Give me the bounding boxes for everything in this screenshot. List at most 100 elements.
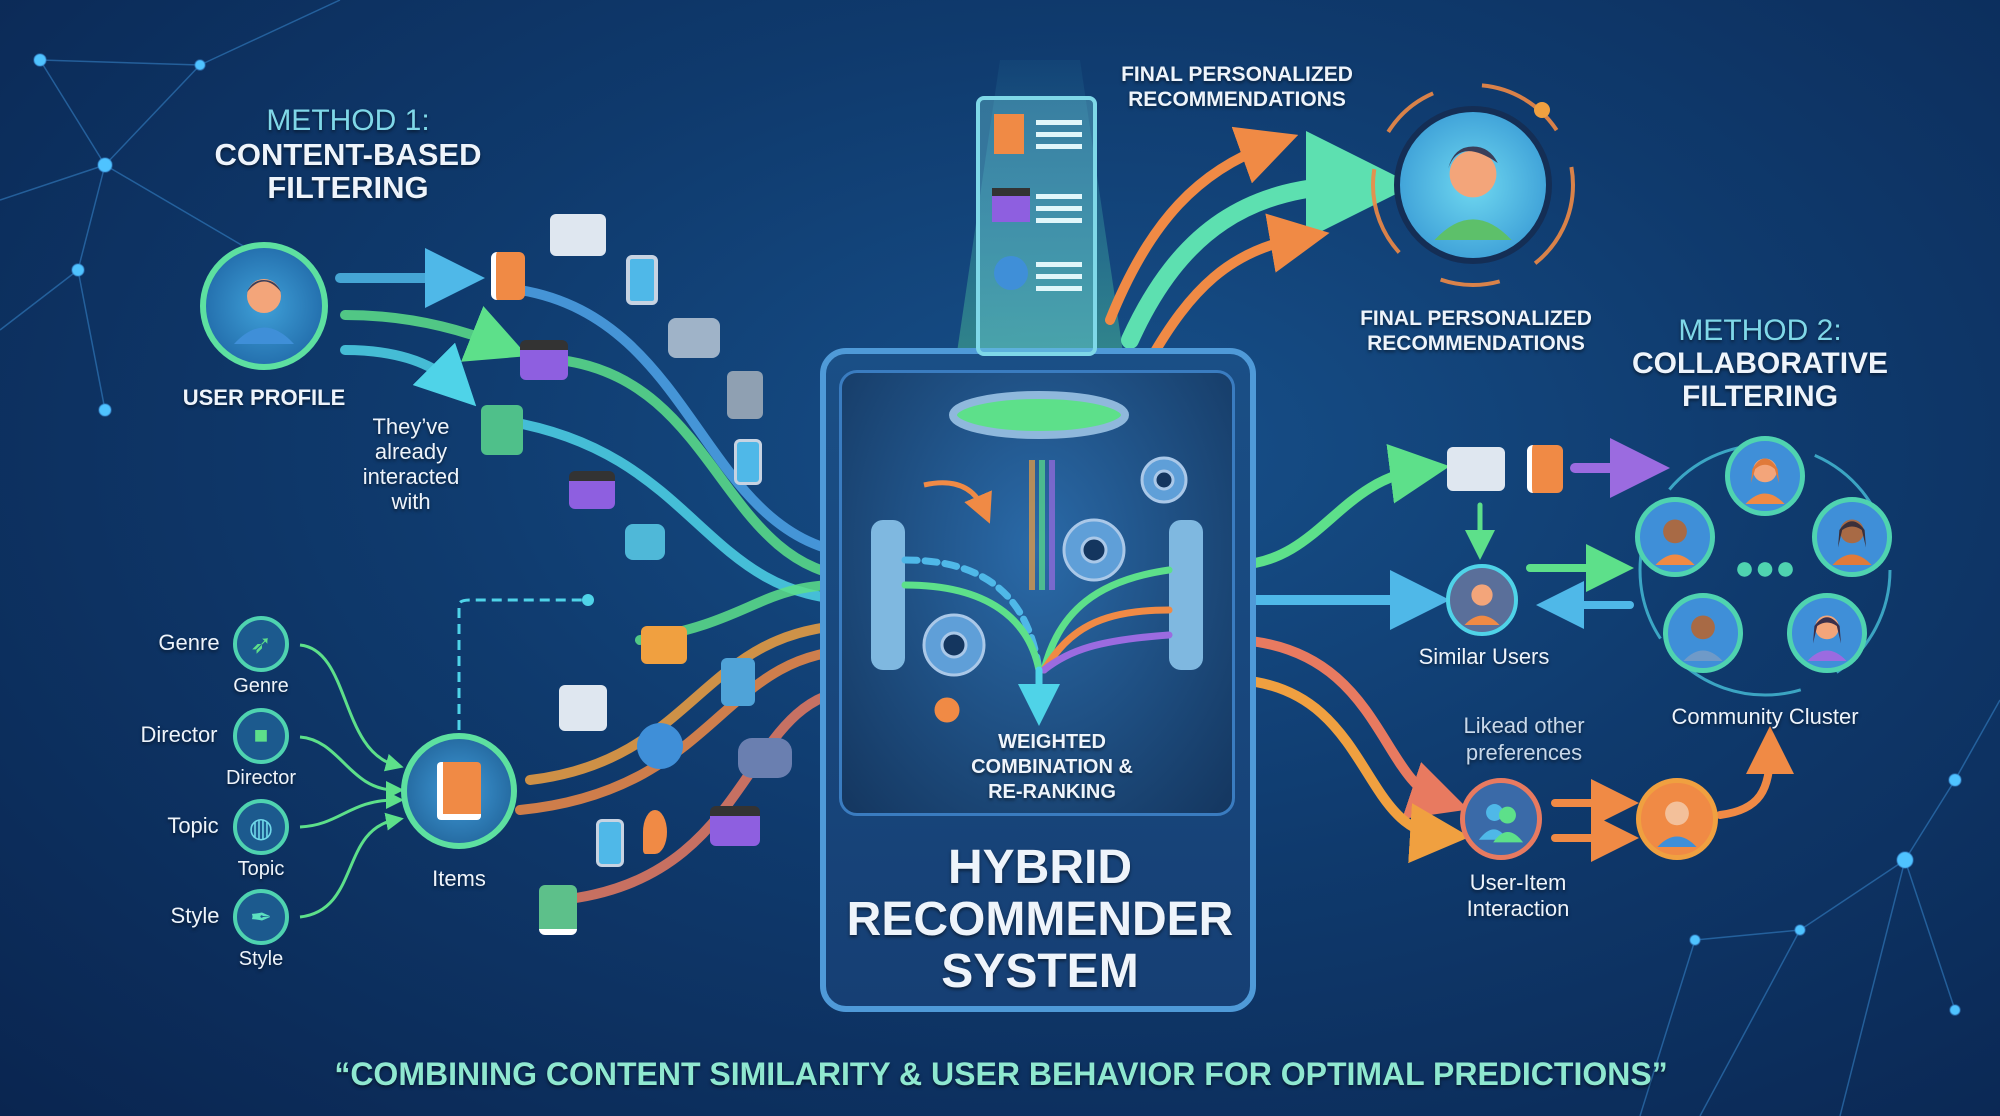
list-lines <box>1036 120 1082 125</box>
globe-icon <box>637 723 683 769</box>
similar-user-avatar <box>1446 564 1518 636</box>
folder-icon <box>641 626 687 664</box>
method1-title-line2: FILTERING <box>267 170 429 205</box>
gear-icon <box>934 697 960 723</box>
collaborative-streams <box>1225 438 1794 864</box>
network-decoration-right <box>1639 699 2000 1116</box>
method2-title-line2: FILTERING <box>1681 380 1839 413</box>
output-arrow <box>1145 213 1330 365</box>
hybrid-title-line1: HYBRID <box>947 841 1133 894</box>
globe-icon <box>994 256 1028 290</box>
gear-icons <box>922 456 1188 723</box>
user-profile-label: USER PROFILE <box>182 385 346 410</box>
funnel-ring <box>949 391 1129 439</box>
stream-arrow <box>1716 726 1794 819</box>
luggage-icon <box>559 685 607 731</box>
user-icon <box>1745 458 1785 504</box>
output-arrow <box>1105 126 1299 325</box>
user-profile-avatar <box>200 242 328 370</box>
merge-stream <box>1040 631 1173 674</box>
video-camera-icon: ■ <box>233 708 289 764</box>
community-member-avatar <box>1635 497 1715 577</box>
community-member-avatar <box>1787 593 1867 673</box>
open-book-icon <box>1447 447 1505 491</box>
interacted-note-line1: They’ve <box>372 414 450 439</box>
document-book-icon <box>539 885 577 935</box>
stream-curve <box>525 620 865 785</box>
stream-curve <box>555 685 865 905</box>
stream-curve <box>495 415 865 605</box>
book-icon <box>491 252 525 300</box>
target-user-avatar <box>1636 778 1718 860</box>
contact-card-icon <box>481 405 523 455</box>
user-icon <box>1464 584 1500 625</box>
clapperboard-icon <box>710 806 760 846</box>
method2-title-line1: COLLABORATIVE <box>1631 347 1889 380</box>
network-decoration-left <box>0 0 341 417</box>
list-lines <box>1036 194 1082 199</box>
final-user-avatar <box>1394 106 1552 264</box>
liked-note: Likead other preferences <box>1463 712 1584 766</box>
feature-topic-sublabel: Topic <box>237 858 285 880</box>
user-icon <box>1683 615 1723 661</box>
hybrid-title-line3: SYSTEM <box>941 945 1139 998</box>
music-note-icon <box>643 810 667 854</box>
user-icon <box>1657 801 1697 847</box>
stream-arrow <box>1235 635 1469 819</box>
feature-topic-label: Topic <box>167 813 219 838</box>
stream-arrow <box>1235 443 1450 570</box>
phone-icon <box>734 439 762 485</box>
open-book-icon <box>550 214 606 256</box>
final-top-line2: RECOMMENDATIONS <box>1128 88 1346 111</box>
user-icon <box>1655 519 1695 565</box>
orbit-dot <box>1534 102 1550 118</box>
clapperboard-icon <box>992 188 1030 222</box>
interacted-note-line2: already <box>374 439 448 464</box>
final-user-line2: RECOMMENDATIONS <box>1367 332 1585 355</box>
items-label: Items <box>432 866 486 891</box>
final-user-ring <box>1371 83 1575 287</box>
user-icon <box>1434 146 1512 240</box>
user-item-interaction-icon <box>1460 778 1542 860</box>
user-icon <box>1807 615 1847 661</box>
list-lines <box>1036 262 1082 267</box>
items-node <box>401 733 517 849</box>
curved-arrow <box>923 480 992 524</box>
community-member-avatar <box>1812 497 1892 577</box>
process-label: WEIGHTED COMBINATION & RE-RANKING <box>971 730 1133 805</box>
tablet-icon <box>721 658 755 706</box>
final-user-line1: FINAL PERSONALIZED <box>1360 307 1592 330</box>
globe-icon: ◍ <box>233 799 289 855</box>
interacted-note-line4: with <box>391 489 431 514</box>
rocket-icon: ➶ <box>233 616 289 672</box>
camera-icon <box>625 524 665 560</box>
stream-arrow <box>340 342 477 407</box>
output-arrows <box>1105 126 1414 365</box>
feature-style-label: Style <box>170 903 220 928</box>
process-line1: WEIGHTED <box>998 731 1106 753</box>
book-icon <box>1527 445 1563 493</box>
book-icon <box>994 114 1024 154</box>
final-user-label: FINAL PERSONALIZED RECOMMENDATIONS <box>1360 306 1592 356</box>
process-line2: COMBINATION & <box>971 756 1133 778</box>
feature-director-label: Director <box>140 722 218 747</box>
left-lens <box>871 520 905 670</box>
book-icon <box>437 762 481 820</box>
feature-arrow <box>299 643 404 772</box>
phone-icon <box>596 819 624 867</box>
users-icon <box>1478 804 1524 843</box>
user-item-line1: User-Item <box>1469 870 1567 895</box>
community-member-avatar <box>1663 593 1743 673</box>
stream-arrow <box>1235 675 1470 864</box>
clapperboard-icon <box>520 340 568 380</box>
user-item-label: User-Item Interaction <box>1467 870 1570 922</box>
liked-note-line2: preferences <box>1465 740 1583 765</box>
user-item-line2: Interaction <box>1466 896 1570 921</box>
stream-curve <box>555 355 865 583</box>
feature-style-sublabel: Style <box>238 948 284 970</box>
feature-arrow <box>299 812 404 919</box>
liked-note-line1: Likead other <box>1463 713 1585 738</box>
hybrid-title: HYBRID RECOMMENDER SYSTEM <box>847 842 1234 998</box>
dashed-connector <box>457 598 588 730</box>
final-top-line1: FINAL PERSONALIZED <box>1121 63 1353 86</box>
